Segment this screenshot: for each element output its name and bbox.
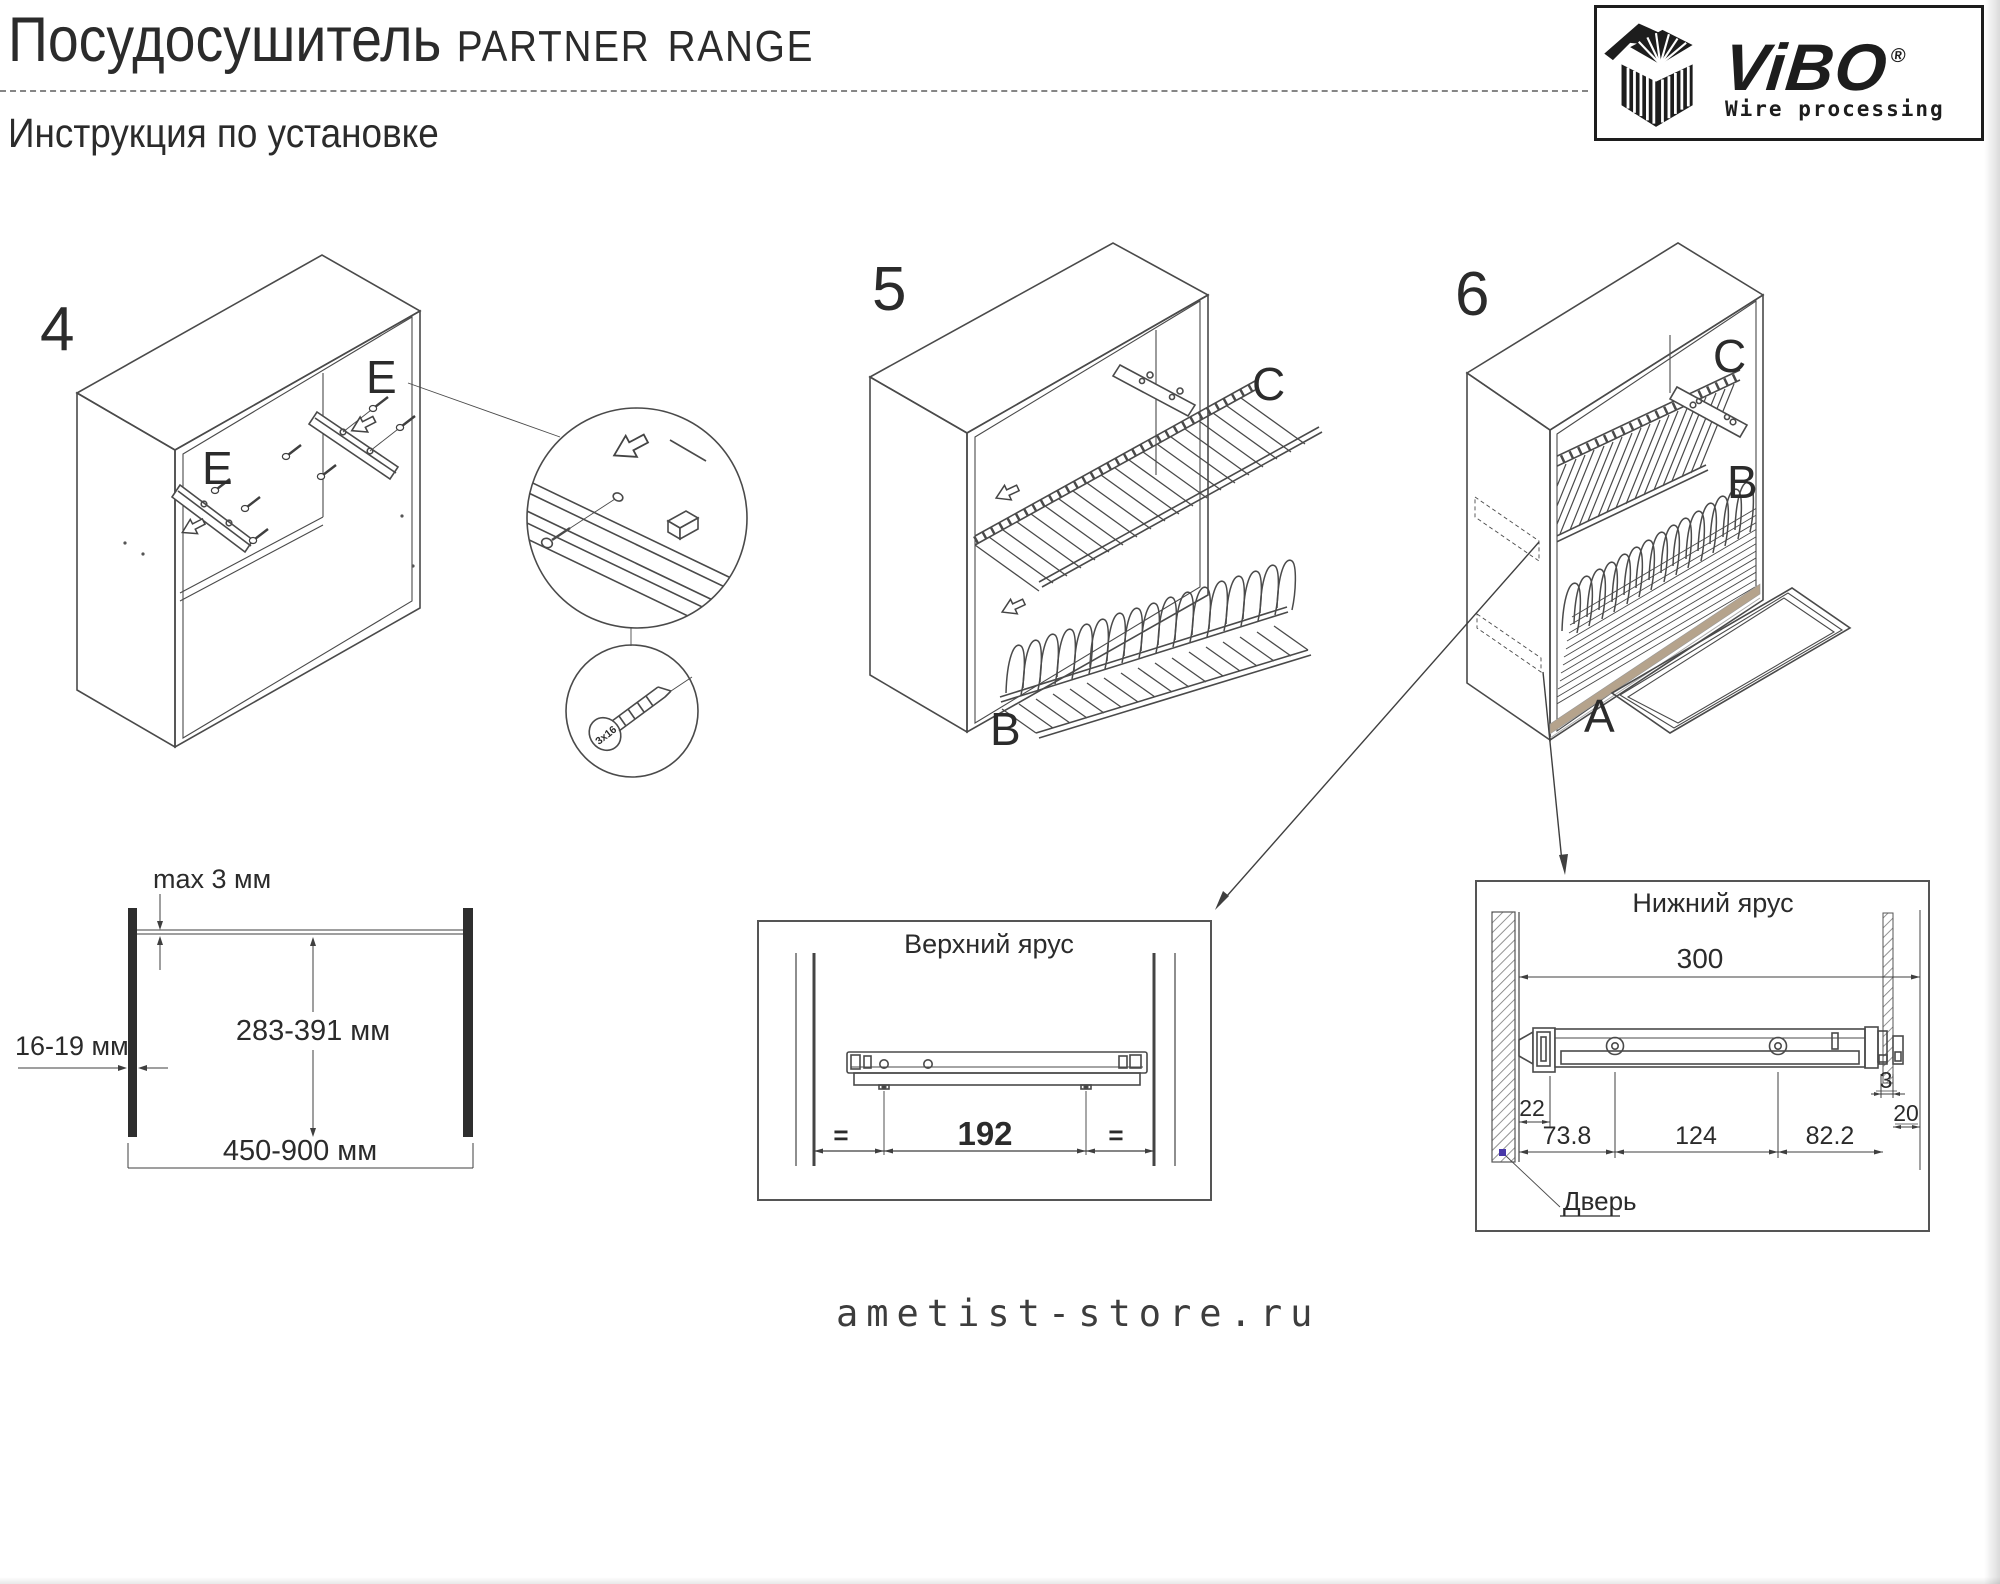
door-label: Дверь — [1563, 1186, 1637, 1216]
upper-tier-walls — [795, 953, 1176, 1166]
step4-detail-leader — [407, 382, 561, 438]
logo-tagline: Wire processing — [1725, 96, 1945, 121]
step6-number: 6 — [1455, 260, 1489, 329]
step6-screw-zones — [1474, 496, 1542, 673]
page-title-model: Partner Range — [456, 5, 815, 75]
door-thickness-dim — [1893, 1123, 1920, 1129]
figure-cabinet-dimensions: max 3 мм 283-391 мм 16-19 мм 450-900 мм — [15, 864, 474, 1169]
lower-rail-assembly — [1518, 1026, 1904, 1073]
back-wall-hatch — [1882, 912, 1894, 1084]
vibo-logo: ViBO® Wire processing — [1594, 5, 1984, 141]
step5-plate-rack — [999, 559, 1312, 739]
left-wall — [128, 908, 137, 1137]
step4-rail-right — [307, 406, 403, 481]
figure-step5: 5 — [868, 242, 1323, 755]
wire-crate-icon — [1604, 23, 1693, 127]
step5-cabinet — [868, 242, 1210, 734]
lower-tier-title: Нижний ярус — [1632, 888, 1793, 918]
step4-label-e-left: E — [202, 442, 233, 494]
height-dim — [310, 937, 316, 1137]
page-title: Посудосушитель Partner Range — [8, 4, 814, 76]
upper-tier-bracket — [846, 1051, 1148, 1090]
dim-wall-thickness: 16-19 мм — [15, 1031, 129, 1061]
door-thickness-value: 20 — [1893, 1100, 1919, 1126]
step6-mounted-rail — [1668, 385, 1749, 439]
step5-label-c: C — [1252, 358, 1285, 410]
step6-label-a: A — [1584, 690, 1615, 742]
page-title-product: Посудосушитель — [8, 5, 442, 75]
step5-mounted-rail — [1111, 363, 1197, 418]
rail-clip-piece — [666, 510, 700, 541]
dim-top-gap: max 3 мм — [153, 864, 271, 894]
dim-b-value: 124 — [1675, 1122, 1717, 1150]
bottom-dims — [1519, 1072, 1883, 1158]
dim-a-value: 73.8 — [1543, 1122, 1592, 1150]
step5-label-b: B — [990, 703, 1021, 755]
scan-edge-right — [1984, 0, 2000, 1584]
step5-upper-shelf — [973, 380, 1323, 592]
step4-detail-circle — [526, 407, 748, 629]
leader-arrowhead-upper — [1215, 891, 1229, 910]
equal-margin-right: = — [1108, 1120, 1123, 1150]
right-wall — [463, 908, 473, 1137]
step5-direction-arrow-upper-icon — [991, 479, 1023, 507]
step6-drip-tray — [1610, 587, 1852, 734]
lower-tier-box: Нижний ярус 300 22 3 — [1475, 880, 1930, 1232]
step6-label-b: B — [1727, 456, 1758, 508]
rail-level-line — [137, 929, 463, 935]
dim-cabinet-width: 450-900 мм — [223, 1135, 377, 1167]
step6-interior — [1557, 369, 1756, 706]
step4-number: 4 — [40, 295, 74, 364]
equal-margin-left: = — [833, 1120, 848, 1150]
door-leader — [1505, 1155, 1561, 1208]
logo-brand: ViBO® — [1721, 26, 1948, 104]
door-wall-hatch — [1491, 911, 1516, 1163]
door-gap-value: 3 — [1880, 1067, 1893, 1093]
upper-tier-box: Верхний ярус = = 192 — [757, 920, 1212, 1201]
scan-edge-bottom — [0, 1577, 2000, 1584]
logo-brand-text: ViBO — [1720, 29, 1892, 104]
wall-thickness-arrows — [18, 1065, 168, 1071]
dim-inner-height: 283-391 мм — [236, 1015, 390, 1047]
figure-step4: 4 E E — [40, 254, 748, 778]
front-offset-value: 22 — [1519, 1095, 1545, 1121]
step5-number: 5 — [872, 255, 906, 324]
dim-c-value: 82.2 — [1806, 1122, 1855, 1150]
upper-tier-dim — [814, 1091, 1154, 1155]
step6-upper-shelf — [1557, 369, 1742, 558]
step6-label-c: C — [1713, 330, 1746, 382]
upper-tier-title: Верхний ярус — [904, 929, 1074, 959]
page-subtitle: Инструкция по установке — [8, 110, 439, 156]
depth-dim — [1519, 974, 1920, 980]
rail-stamp-arrow-icon — [607, 427, 653, 467]
step4-rail-left — [170, 483, 255, 554]
total-depth-value: 300 — [1677, 943, 1724, 974]
step4-screw-circle: 3x16 — [565, 644, 699, 778]
width-dim — [127, 1143, 474, 1169]
step4-cabinet — [75, 254, 422, 749]
bracket-span-value: 192 — [957, 1115, 1012, 1152]
header-divider — [0, 90, 1588, 92]
step4-hinge-holes — [123, 514, 415, 568]
top-gap-arrows — [157, 894, 163, 970]
step4-label-e-right: E — [366, 351, 397, 403]
figure-step6: 6 — [1455, 242, 1852, 742]
door-marker-dot — [1499, 1149, 1506, 1156]
step6-plate-rack — [1557, 481, 1756, 706]
front-offset-dim — [1519, 1076, 1551, 1128]
door-gap-dim — [1871, 1074, 1905, 1098]
step5-direction-arrow-lower-icon — [997, 593, 1029, 621]
watermark: ametist-store.ru — [836, 1292, 1321, 1335]
registered-mark: ® — [1889, 44, 1908, 67]
step5-shelf-wires — [974, 397, 1306, 592]
